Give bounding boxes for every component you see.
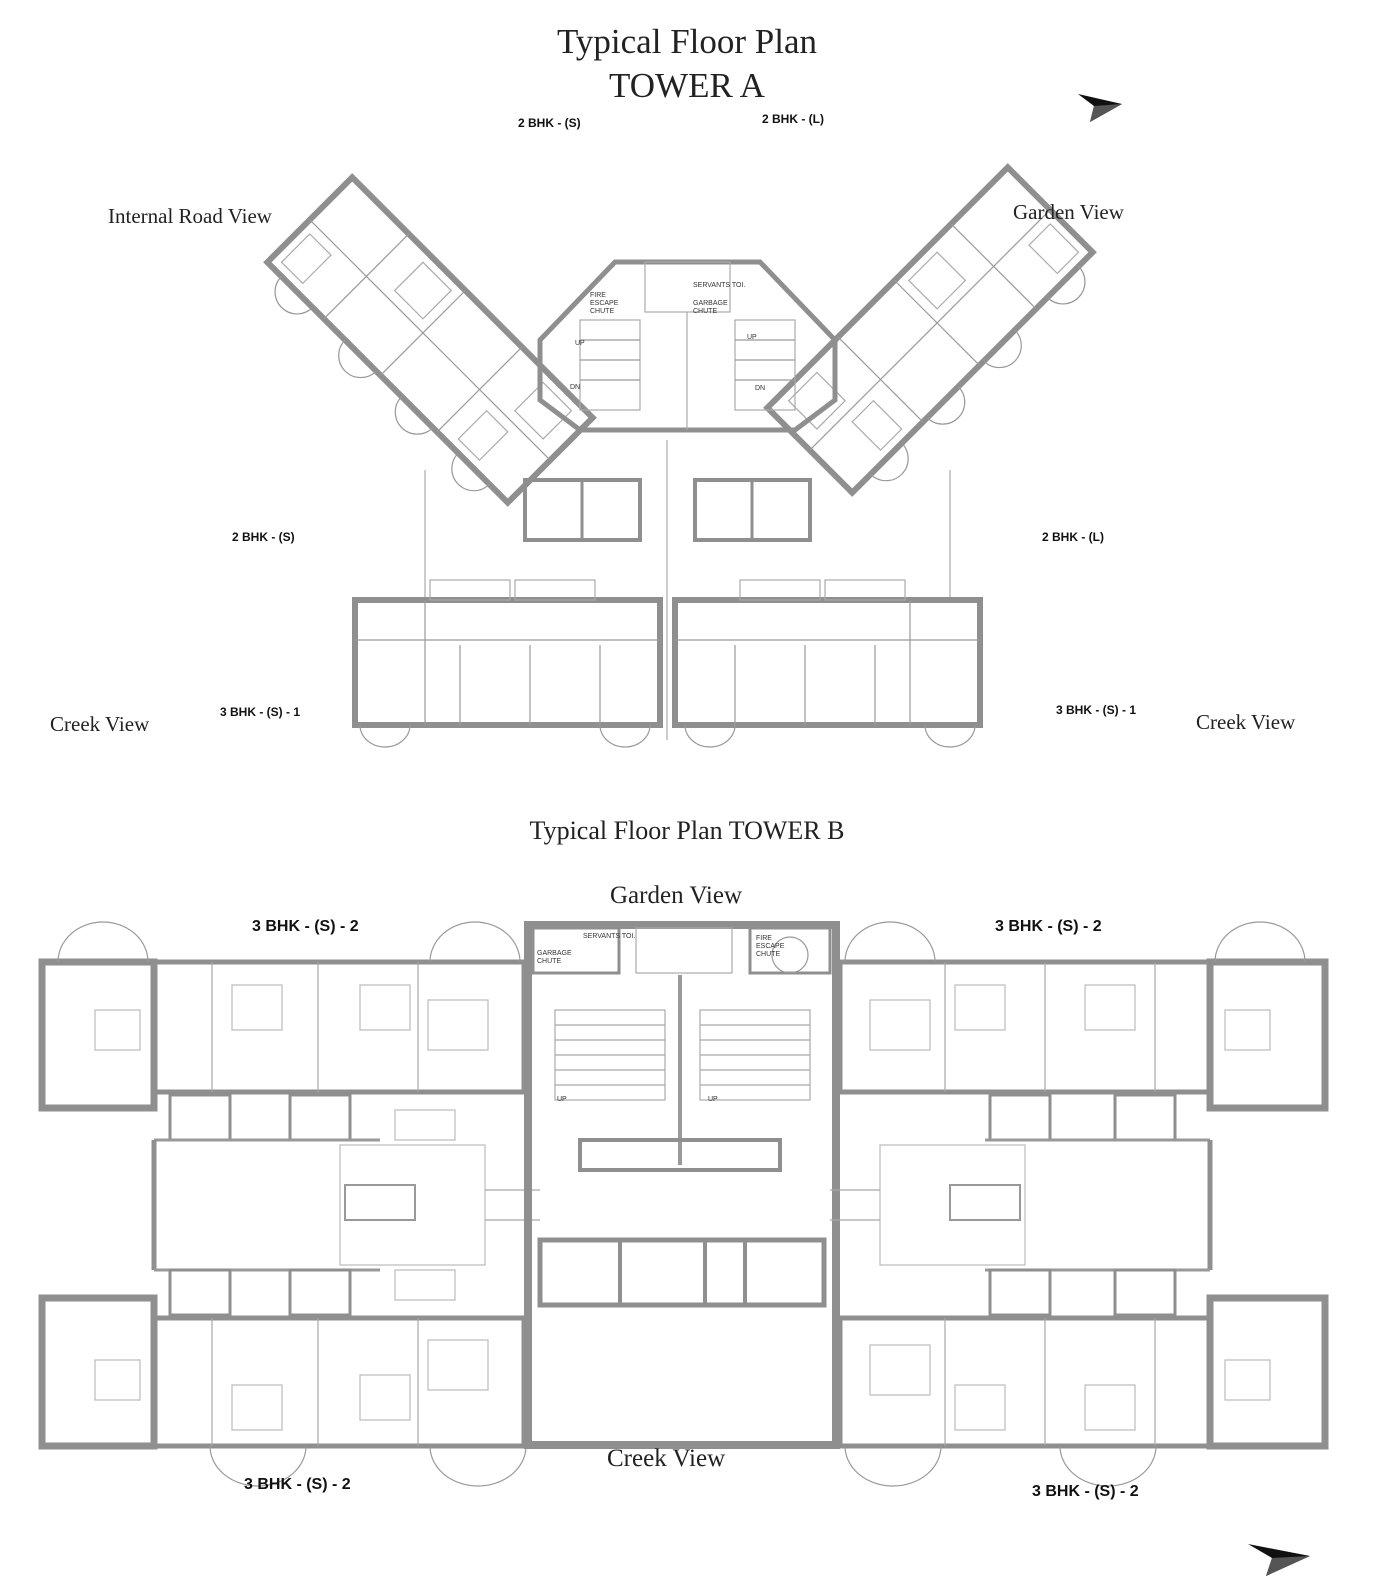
tower-a-dn-left-label: DN (570, 384, 581, 391)
internal-road-view-label: Internal Road View (108, 204, 272, 228)
unit-label-3bhk-s1-right: 3 BHK - (S) - 1 (1056, 703, 1137, 717)
tower-a-servants-label: SERVANTS TOI. (693, 282, 746, 289)
unit-label-2bhk-l-bottom: 2 BHK - (L) (1042, 530, 1104, 544)
tower-a-bottom-right-unit (672, 579, 983, 748)
tower-a-title-line1: Typical Floor Plan (556, 22, 818, 61)
north-arrow-icon (1078, 94, 1122, 122)
unit-label-2bhk-s-top: 2 BHK - (S) (518, 116, 581, 130)
unit-label-3bhk-s2-top-left: 3 BHK - (S) - 2 (252, 918, 359, 935)
tower-b-left-lower-unit (38, 1268, 527, 1487)
north-arrow-icon (1248, 1544, 1310, 1576)
unit-label-3bhk-s2-bottom-left: 3 BHK - (S) - 2 (244, 1476, 351, 1493)
tower-b-title: Typical Floor Plan TOWER B (529, 816, 845, 845)
tower-b-left-kitchen-block (151, 1140, 540, 1270)
creek-view-right-label-a: Creek View (1196, 710, 1296, 734)
garden-view-label-b: Garden View (610, 882, 743, 909)
creek-view-label-b: Creek View (607, 1445, 726, 1472)
tower-b-right-lower-unit (837, 1268, 1329, 1487)
tower-b-right-upper-unit (837, 921, 1329, 1142)
tower-b-servants-label: SERVANTS TOI. (583, 933, 636, 940)
garden-view-label-a: Garden View (1013, 200, 1124, 224)
tower-a-right-wing (763, 163, 1097, 497)
tower-b-left-upper-unit (38, 921, 527, 1142)
tower-b-right-kitchen-block (830, 1140, 1213, 1270)
tower-a-bottom-left-unit (352, 579, 663, 748)
tower-b-core (524, 921, 840, 1449)
tower-b-garbage-label: GARBAGE CHUTE (537, 950, 572, 965)
unit-label-3bhk-s2-bottom-right: 3 BHK - (S) - 2 (1032, 1483, 1139, 1500)
tower-a-dn-right-label: DN (755, 385, 766, 392)
tower-a-title-line2: TOWER A (609, 66, 765, 105)
tower-a-fire-escape-label: FIRE ESCAPE CHUTE (590, 292, 619, 315)
tower-b-fire-escape-label: FIRE ESCAPE CHUTE (756, 935, 785, 958)
tower-a-up-left-label: UP (575, 340, 585, 347)
creek-view-left-label-a: Creek View (50, 712, 150, 736)
unit-label-2bhk-s-bottom: 2 BHK - (S) (232, 530, 295, 544)
tower-b-up-right-label: UP (708, 1096, 718, 1103)
tower-a-floor-plan (263, 163, 1097, 748)
unit-label-3bhk-s1-left: 3 BHK - (S) - 1 (220, 705, 301, 719)
tower-a-garbage-label: GARBAGE CHUTE (693, 300, 728, 315)
unit-label-2bhk-l-top: 2 BHK - (L) (762, 112, 824, 126)
tower-a-up-right-label: UP (747, 334, 757, 341)
tower-b-up-left-label: UP (557, 1096, 567, 1103)
unit-label-3bhk-s2-top-right: 3 BHK - (S) - 2 (995, 918, 1102, 935)
tower-a-core (424, 259, 951, 740)
tower-a-left-wing (263, 173, 597, 507)
